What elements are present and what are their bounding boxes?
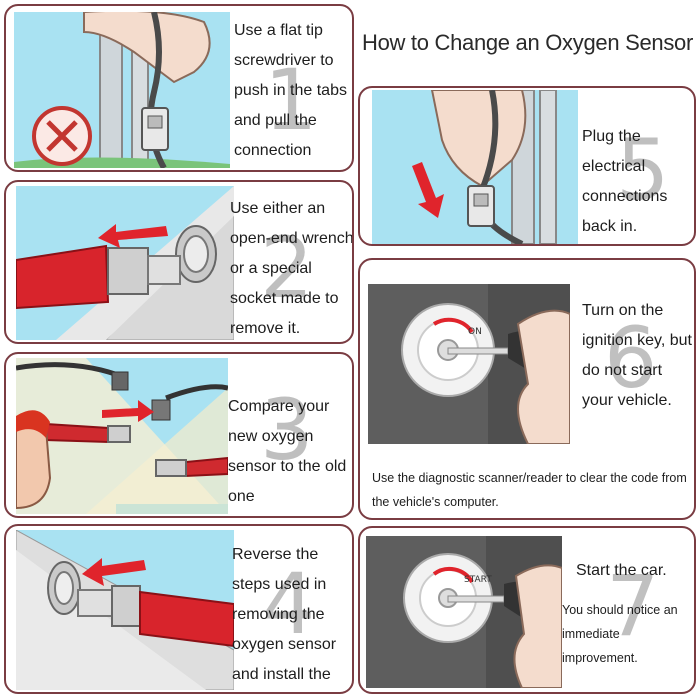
step-7-text: Start the car. (576, 562, 667, 579)
step-5-text: Plug the electrical connections back in. (582, 128, 668, 235)
arrow-icon (98, 224, 168, 248)
step-5-card: 5 Plug the electrical connections back i… (358, 86, 696, 246)
step-2-text: Use either an open-end wrench or a speci… (230, 200, 354, 337)
step-4-card: 4 Reverse the steps used in removing the… (4, 524, 354, 694)
step-6-card: ON 6 Turn on the ignition key, but do no… (358, 258, 696, 520)
arrow-icon (102, 400, 154, 422)
page-title: How to Change an Oxygen Sensor (362, 30, 693, 55)
key-label-on: ON (468, 327, 482, 337)
step-7-illustration: START (366, 536, 562, 688)
step-5-illustration (372, 90, 578, 244)
step-1-illustration (14, 12, 230, 168)
step-1-text: Use a flat tip screwdriver to push in th… (234, 22, 347, 159)
step-7-note: You should notice an immediate improveme… (562, 603, 678, 665)
arrow-icon (412, 162, 444, 218)
step-1-card: 1 Use a flat tip screwdriver to push in … (4, 4, 354, 172)
step-6-text: Turn on the ignition key, but do not sta… (582, 302, 692, 409)
step-2-card: 2 Use either an open-end wrench or a spe… (4, 180, 354, 344)
step-4-text: Reverse the steps used in removing the o… (232, 546, 337, 683)
step-2-illustration (16, 186, 234, 340)
arrow-icon (82, 558, 146, 586)
step-6-illustration: ON (368, 284, 570, 444)
key-label-start: START (464, 575, 492, 585)
step-7-card: START 7 Start the car. You should notice… (358, 526, 696, 694)
step-3-illustration (16, 358, 228, 514)
step-3-text: Compare your new oxygen sensor to the ol… (228, 398, 347, 505)
step-6-note: Use the diagnostic scanner/reader to cle… (372, 471, 687, 509)
step-3-card: 3 Compare your new oxygen sensor to the … (4, 352, 354, 518)
step-4-illustration (16, 530, 234, 690)
